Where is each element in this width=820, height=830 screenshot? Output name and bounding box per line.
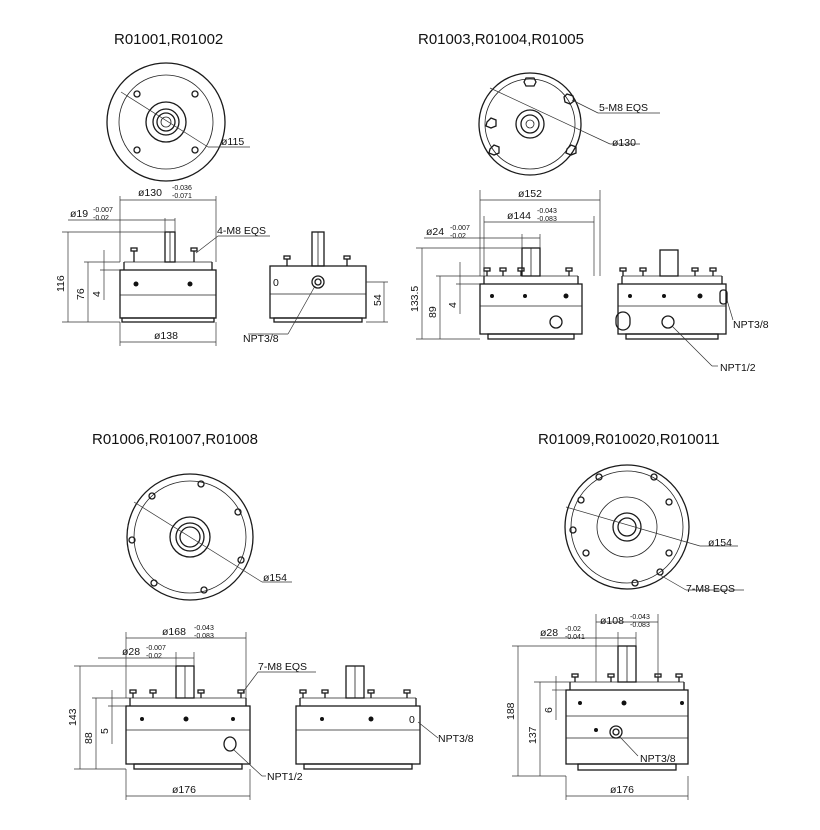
drawing-1-bolts: 4-M8 EQS bbox=[217, 225, 266, 237]
drawing-4-height-body: 137 bbox=[527, 726, 539, 744]
drawing-2-title: R01003,R01004,R01005 bbox=[418, 31, 584, 48]
drawing-2-pilot: 4 bbox=[447, 302, 459, 308]
drawing-2-flange-tol-lower: -0.083 bbox=[537, 216, 557, 223]
drawing-2-front-view: ø152 ø144 -0.043 -0.083 ø24 -0.007 -0.02… bbox=[409, 188, 601, 340]
drawing-2-shaft-tol-upper: -0.007 bbox=[450, 225, 470, 232]
drawing-3-pilot: 5 bbox=[99, 728, 111, 734]
drawing-3-side-view: 0 NPT3/8 bbox=[295, 665, 474, 770]
drawing-3-title: R01006,R01007,R01008 bbox=[92, 431, 258, 448]
drawing-2-shaft-dia: ø24 bbox=[426, 226, 444, 238]
drawing-2-flange-dia: ø144 bbox=[507, 210, 531, 222]
drawing-1-top-diameter: ø115 bbox=[221, 136, 244, 148]
drawing-4-flange-tol-upper: -0.043 bbox=[630, 614, 650, 621]
drawing-4-top-bolts: 7-M8 EQS bbox=[686, 583, 735, 595]
drawing-2-top-bolts: 5-M8 EQS bbox=[599, 102, 648, 114]
drawing-3-side-mark: 0 bbox=[409, 714, 415, 726]
drawing-1-side-mark: 0 bbox=[273, 277, 279, 289]
drawing-3-front-view: ø168 -0.043 -0.083 ø28 -0.007 -0.02 7-M8… bbox=[67, 625, 316, 800]
drawing-1-side-view: 0 54 NPT3/8 bbox=[243, 231, 388, 345]
drawing-4-shaft-tol-lower: -0.041 bbox=[565, 634, 585, 641]
drawing-3-flange-tol-upper: -0.043 bbox=[194, 625, 214, 632]
drawing-2-height-body: 89 bbox=[427, 306, 439, 318]
drawing-4-flange-dia: ø108 bbox=[600, 615, 624, 627]
drawing-1-flange-dia: ø130 bbox=[138, 187, 162, 199]
drawing-1-height-total: 116 bbox=[55, 275, 67, 292]
drawing-3-shaft-dia: ø28 bbox=[122, 646, 140, 658]
drawing-1-flange-tol-lower: -0.071 bbox=[172, 193, 192, 200]
drawing-3-bolts: 7-M8 EQS bbox=[258, 661, 307, 673]
drawing-1-front-view: ø130 -0.036 -0.071 ø19 -0.007 -0.02 4-M8… bbox=[55, 185, 270, 346]
drawing-4-shaft-tol-upper: -0.02 bbox=[565, 626, 581, 633]
drawing-2-flange-tol-upper: -0.043 bbox=[537, 208, 557, 215]
drawing-1-side-height: 54 bbox=[372, 294, 384, 306]
drawing-3-flange-tol-lower: -0.083 bbox=[194, 633, 214, 640]
drawing-3-shaft-tol-lower: -0.02 bbox=[146, 653, 162, 660]
drawing-1-side-port: NPT3/8 bbox=[243, 333, 279, 345]
drawing-2-side-port-b: NPT1/2 bbox=[720, 362, 756, 374]
drawing-2-side-view: NPT3/8 NPT1/2 bbox=[615, 249, 769, 374]
drawing-1-base-dia: ø138 bbox=[154, 330, 178, 342]
drawing-2-top-diameter: ø130 bbox=[612, 137, 636, 149]
drawing-1-title: R01001,R01002 bbox=[114, 31, 223, 48]
drawing-3-top-view: ø154 bbox=[126, 473, 292, 601]
drawing-1-top-view: ø115 bbox=[106, 62, 250, 182]
drawing-1-height-body: 76 bbox=[75, 288, 87, 300]
drawing-4-height-total: 188 bbox=[505, 702, 517, 720]
drawing-2-top-view: ø130 5-M8 EQS bbox=[478, 72, 660, 176]
drawing-2-side-port-a: NPT3/8 bbox=[733, 319, 769, 331]
drawing-4-top-view: ø154 7-M8 EQS bbox=[564, 464, 744, 595]
drawing-4-shaft-dia: ø28 bbox=[540, 627, 558, 639]
drawing-3-flange-dia: ø168 bbox=[162, 626, 186, 638]
drawing-2-outer-dia: ø152 bbox=[518, 188, 542, 200]
drawing-1-shaft-dia: ø19 bbox=[70, 208, 88, 220]
drawing-3-height-total: 143 bbox=[67, 708, 79, 726]
drawing-1-pilot: 4 bbox=[91, 291, 103, 297]
drawing-1-shaft-tol-upper: -0.007 bbox=[93, 207, 113, 214]
drawing-2-height-total: 133.5 bbox=[409, 286, 421, 312]
drawing-1-flange-tol-upper: -0.036 bbox=[172, 185, 192, 192]
drawing-2-shaft-tol-lower: -0.02 bbox=[450, 233, 466, 240]
drawing-4-port: NPT3/8 bbox=[640, 753, 676, 765]
drawing-1-shaft-tol-lower: -0.02 bbox=[93, 215, 109, 222]
drawing-4-front-view: ø108 -0.043 -0.083 ø28 -0.02 -0.041 188 … bbox=[505, 614, 689, 800]
drawing-4-top-diameter: ø154 bbox=[708, 537, 732, 549]
drawing-3-port: NPT1/2 bbox=[267, 771, 303, 783]
drawing-4-title: R01009,R010020,R010011 bbox=[538, 431, 720, 448]
drawing-3-top-diameter: ø154 bbox=[263, 572, 287, 584]
drawing-4-flange-tol-lower: -0.083 bbox=[630, 622, 650, 629]
drawing-3-shaft-tol-upper: -0.007 bbox=[146, 645, 166, 652]
drawing-4-pilot: 6 bbox=[543, 707, 555, 713]
drawing-4-base-dia: ø176 bbox=[610, 784, 634, 796]
drawing-3-height-body: 88 bbox=[83, 732, 95, 744]
drawing-3-base-dia: ø176 bbox=[172, 784, 196, 796]
drawing-3-side-port: NPT3/8 bbox=[438, 733, 474, 745]
